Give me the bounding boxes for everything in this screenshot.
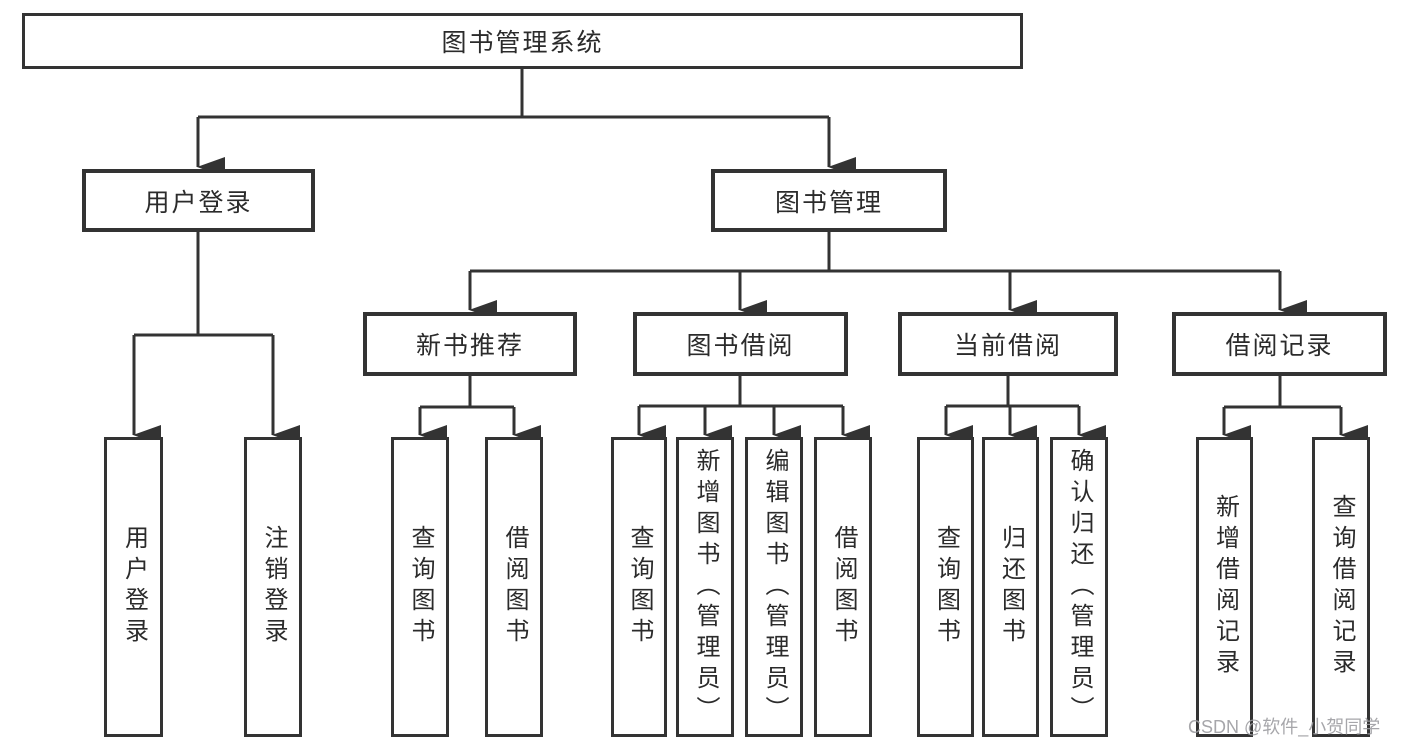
node-current-borrow-label: 当前借阅 xyxy=(953,332,1062,360)
node-book-borrow: 图书借阅 xyxy=(633,312,848,376)
node-user-login: 用户登录 xyxy=(82,169,315,232)
leaf-query-borrow-record-label: 查询借阅记录 xyxy=(1328,494,1355,680)
node-book-management: 图书管理 xyxy=(711,169,947,232)
leaf-query-book-current: 查询图书 xyxy=(917,437,974,737)
leaf-borrow-book-recommend-label: 借阅图书 xyxy=(501,525,528,649)
node-borrow-record: 借阅记录 xyxy=(1172,312,1387,376)
leaf-add-borrow-record: 新增借阅记录 xyxy=(1196,437,1253,737)
node-borrow-record-label: 借阅记录 xyxy=(1225,332,1334,360)
node-new-book-recommend-label: 新书推荐 xyxy=(415,332,524,360)
leaf-query-book-borrow-label: 查询图书 xyxy=(626,525,653,649)
leaf-logout-label: 注销登录 xyxy=(260,525,287,649)
leaf-borrow-book-borrow: 借阅图书 xyxy=(814,437,872,737)
node-user-login-label: 用户登录 xyxy=(144,188,253,217)
leaf-query-book-recommend-label: 查询图书 xyxy=(407,525,434,649)
leaf-user-login: 用户登录 xyxy=(104,437,163,737)
leaf-add-book-admin-label: 新增图书（管理员） xyxy=(692,447,719,727)
leaf-confirm-return-admin-label: 确认归还（管理员） xyxy=(1066,447,1093,727)
leaf-edit-book-admin-label: 编辑图书（管理员） xyxy=(761,447,788,727)
csdn-watermark: CSDN @软件_小贺同学 xyxy=(1188,717,1381,737)
leaf-user-login-label: 用户登录 xyxy=(120,525,148,649)
leaf-query-book-recommend: 查询图书 xyxy=(391,437,449,737)
node-new-book-recommend: 新书推荐 xyxy=(363,312,577,376)
leaf-add-borrow-record-label: 新增借阅记录 xyxy=(1211,494,1239,680)
leaf-query-borrow-record: 查询借阅记录 xyxy=(1312,437,1370,737)
leaf-return-book-label: 归还图书 xyxy=(997,525,1025,649)
leaf-query-book-current-label: 查询图书 xyxy=(932,525,960,649)
leaf-borrow-book-borrow-label: 借阅图书 xyxy=(830,525,857,649)
leaf-return-book: 归还图书 xyxy=(982,437,1039,737)
leaf-borrow-book-recommend: 借阅图书 xyxy=(485,437,543,737)
leaf-query-book-borrow: 查询图书 xyxy=(611,437,667,737)
node-book-borrow-label: 图书借阅 xyxy=(686,332,795,360)
node-root-system-label: 图书管理系统 xyxy=(441,29,604,57)
leaf-confirm-return-admin: 确认归还（管理员） xyxy=(1050,437,1108,737)
node-root-system: 图书管理系统 xyxy=(22,13,1023,69)
leaf-edit-book-admin: 编辑图书（管理员） xyxy=(745,437,803,737)
leaf-add-book-admin: 新增图书（管理员） xyxy=(676,437,734,737)
node-book-management-label: 图书管理 xyxy=(774,188,883,217)
node-current-borrow: 当前借阅 xyxy=(898,312,1118,376)
leaf-logout: 注销登录 xyxy=(244,437,302,737)
